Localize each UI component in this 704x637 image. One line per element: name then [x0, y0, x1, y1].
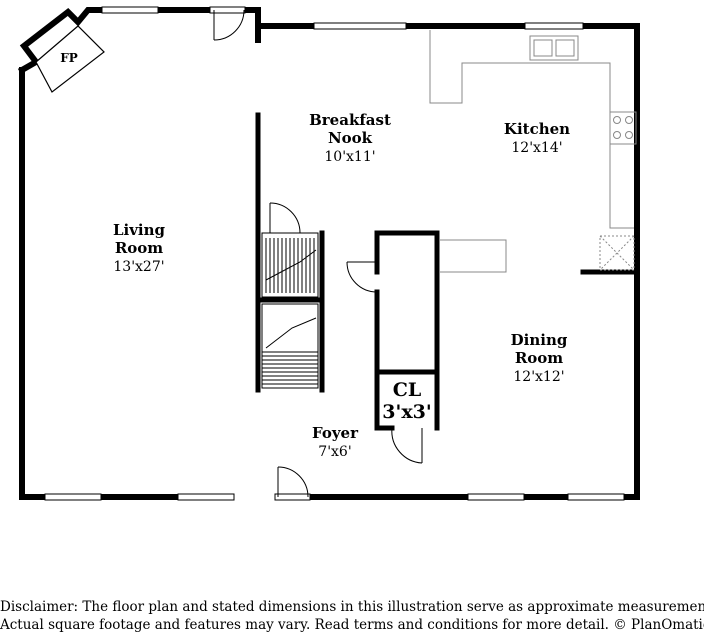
door-closet: [391, 427, 423, 464]
door-top-entry: [209, 6, 246, 41]
outer-wall-stub: [242, 7, 261, 43]
dining-room-name-2: Room: [515, 349, 563, 367]
room-breakfast-nook: Breakfast Nook 10'x11': [309, 111, 391, 165]
refrigerator: [599, 235, 635, 271]
foyer-dimensions: 7'x6': [318, 444, 351, 460]
door-front-frame: [274, 493, 311, 501]
room-kitchen: Kitchen 12'x14': [504, 120, 570, 156]
kitchen-dimensions: 12'x14': [511, 140, 562, 156]
closet-name: CL: [393, 379, 421, 401]
fireplace: FP: [35, 25, 105, 93]
door-front-swing: [277, 466, 309, 498]
kitchen-sink-bowl-left: [533, 39, 553, 57]
window-bottom-1: [44, 493, 102, 501]
stairs-upper-treads: [265, 238, 315, 293]
door-pantry: [346, 261, 378, 293]
fireplace-hearth: [35, 25, 105, 93]
window-bottom-3: [467, 493, 525, 501]
kitchen-sink: [529, 35, 579, 61]
kitchen-sink-bowl-right: [555, 39, 575, 57]
breakfast-nook-name-2: Nook: [328, 129, 373, 147]
living-room-name-1: Living: [113, 221, 166, 239]
stairs-upper: [261, 232, 319, 298]
stairs-upper-arrow: [265, 249, 317, 281]
dining-room-dimensions: 12'x12': [513, 369, 564, 385]
room-foyer: Foyer 7'x6': [312, 424, 359, 460]
window-top-nook: [313, 22, 407, 30]
door-pantry-swing: [346, 261, 378, 293]
room-dining-room: Dining Room 12'x12': [511, 331, 568, 385]
window-bottom-2: [177, 493, 235, 501]
stairs-lower-arrow: [265, 317, 317, 349]
fireplace-label: FP: [60, 51, 78, 65]
kitchen-stove: [609, 111, 637, 145]
stairs-lower: [261, 303, 319, 389]
wall-stair-enclosure: [259, 230, 325, 393]
living-room-name-2: Room: [115, 239, 163, 257]
windows: [44, 6, 625, 501]
foyer-name: Foyer: [312, 424, 359, 442]
outer-wall-left: [19, 67, 213, 500]
window-bottom-4: [567, 493, 625, 501]
wall-center-column: [374, 230, 440, 431]
breakfast-nook-name-1: Breakfast: [309, 111, 391, 129]
interior-walls: [255, 112, 640, 431]
kitchen-counter-upper: [429, 30, 634, 229]
kitchen-name: Kitchen: [504, 120, 570, 138]
door-top-frame: [209, 6, 246, 14]
kitchen-island: [440, 239, 507, 273]
door-closet-swing: [391, 427, 423, 464]
stairs-door-swing: [269, 202, 301, 234]
kitchen-fixtures: [429, 30, 637, 273]
window-top-left: [101, 6, 159, 14]
room-closet: CL 3'x3': [382, 379, 431, 423]
room-living-room: Living Room 13'x27': [113, 221, 166, 275]
staircase: [261, 202, 319, 389]
disclaimer-line-2: Actual square footage and features may v…: [0, 617, 704, 633]
breakfast-nook-dimensions: 10'x11': [324, 149, 375, 165]
dining-room-name-1: Dining: [511, 331, 568, 349]
door-top-swing: [213, 9, 245, 41]
floor-plan: FP: [17, 6, 640, 501]
door-front: [274, 466, 311, 501]
disclaimer-line-1: Disclaimer: The floor plan and stated di…: [0, 599, 704, 615]
window-top-kitchen: [524, 22, 584, 30]
closet-dimensions: 3'x3': [382, 401, 431, 423]
living-room-dimensions: 13'x27': [113, 259, 164, 275]
stairs-lower-treads: [262, 351, 318, 385]
